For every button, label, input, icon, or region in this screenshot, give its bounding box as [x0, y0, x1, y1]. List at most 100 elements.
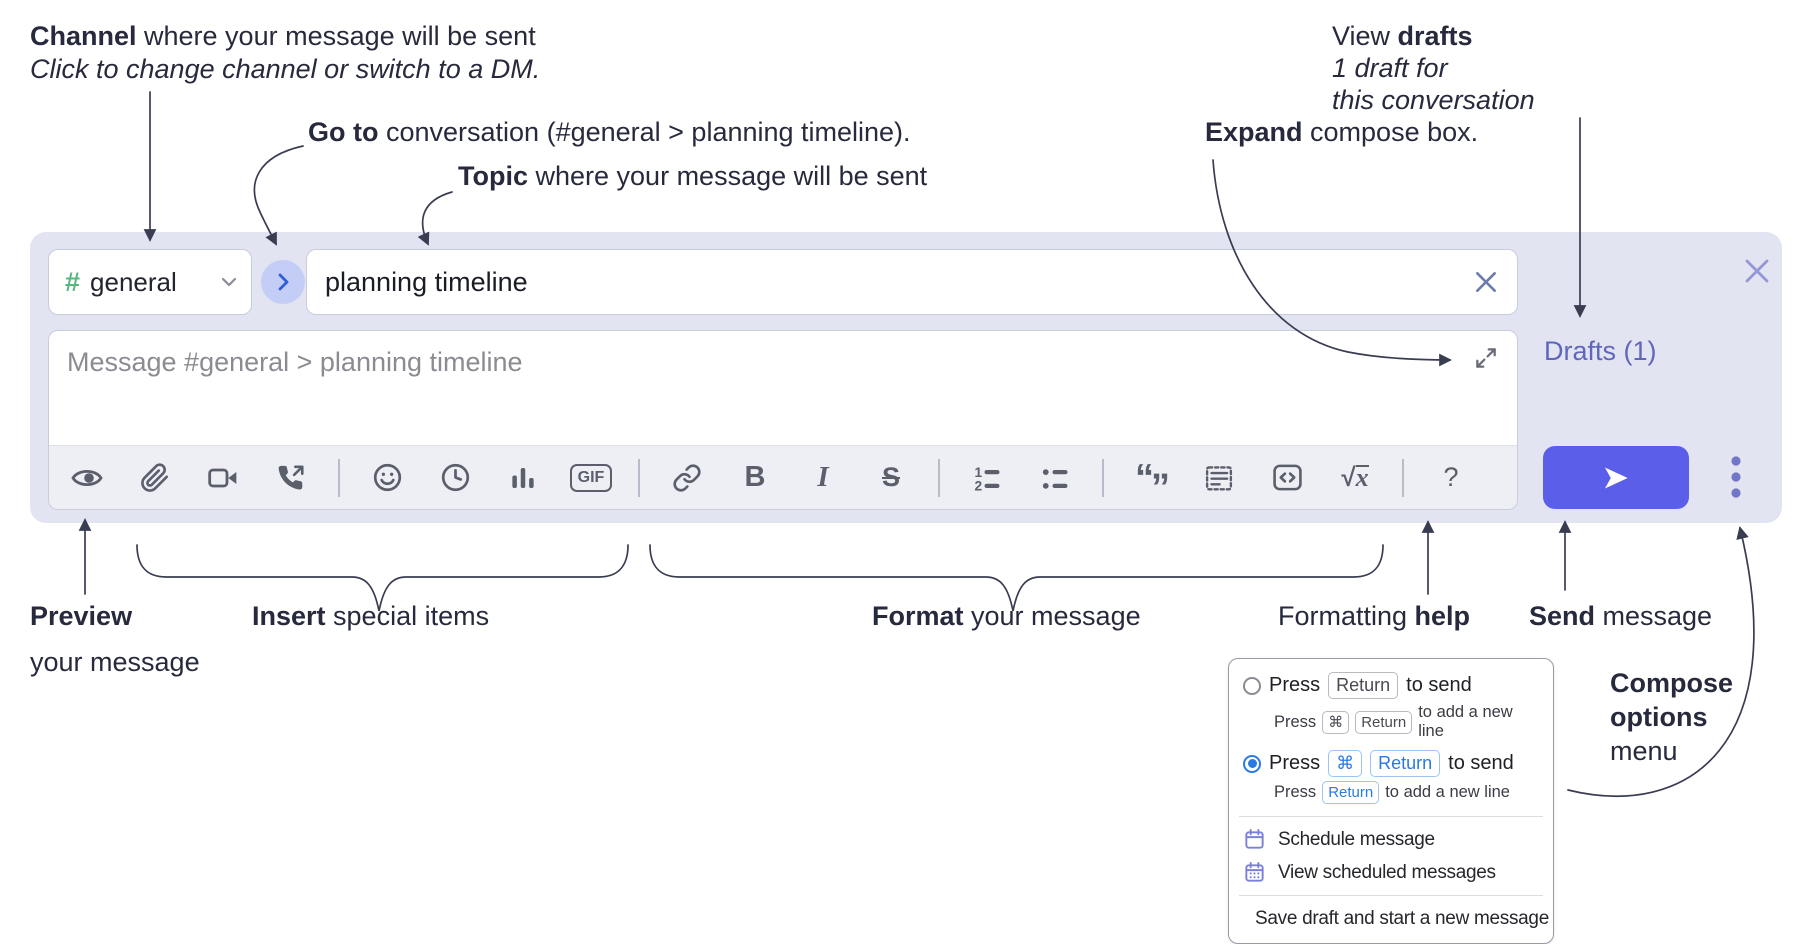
- radio-dot: [1247, 759, 1257, 768]
- return-keycap: Return: [1322, 781, 1380, 804]
- radio-unselected[interactable]: [1243, 676, 1261, 695]
- annotation-view-drafts: View drafts 1 draft for this conversatio…: [1332, 21, 1535, 115]
- close-compose-button[interactable]: [1740, 254, 1774, 288]
- bulleted-list-icon: [1042, 468, 1068, 489]
- bold-icon: B: [744, 461, 766, 493]
- attach-file-button[interactable]: [121, 446, 189, 509]
- toolbar-divider: [338, 458, 340, 497]
- close-icon: [1745, 259, 1769, 283]
- preview-button[interactable]: [53, 446, 121, 509]
- menu-item-save-draft[interactable]: Save draft and start a new message: [1239, 902, 1549, 935]
- poll-button[interactable]: [489, 446, 557, 509]
- annotation-channel-bold: Channel: [30, 21, 137, 51]
- numbered-list-button[interactable]: 1 2: [953, 446, 1021, 509]
- compose-toolbar: GIF B I S: [49, 445, 1517, 509]
- code-button[interactable]: [1253, 446, 1321, 509]
- popup-divider: [1239, 895, 1543, 896]
- enter-sends-option[interactable]: Press Return to send: [1239, 669, 1543, 702]
- cmd-keycap: ⌘: [1322, 710, 1350, 734]
- phone-outgoing-icon: [278, 464, 304, 490]
- bulleted-list-button[interactable]: [1021, 446, 1089, 509]
- chevron-down-icon: [221, 277, 237, 287]
- ordered-list-icon: 1 2: [975, 464, 1000, 493]
- enter-sends-subtext: Press ⌘ Return to add a new line: [1274, 703, 1513, 740]
- gif-button[interactable]: GIF: [557, 446, 625, 509]
- formatting-help-button[interactable]: ?: [1417, 446, 1485, 509]
- compose-options-popup: Press Return to send Press ⌘ Return to a…: [1228, 658, 1554, 944]
- compose-options-button[interactable]: [1714, 452, 1758, 502]
- chevron-right-icon: [278, 273, 289, 291]
- paperclip-icon: [141, 462, 169, 492]
- menu-item-schedule-message[interactable]: Schedule message: [1239, 823, 1543, 856]
- quote-button[interactable]: “”: [1117, 446, 1185, 509]
- compose-box-panel: # general planning timeline: [30, 232, 1782, 523]
- annotation-format: Format your message: [872, 601, 1141, 631]
- svg-text:1: 1: [975, 464, 983, 479]
- annotation-send-message: Send message: [1529, 601, 1713, 631]
- link-icon: [673, 463, 701, 492]
- annotation-compose-options: Compose options menu: [1610, 668, 1734, 766]
- topic-value: planning timeline: [325, 266, 528, 297]
- return-keycap: Return: [1370, 750, 1441, 777]
- question-mark-icon: ?: [1443, 462, 1459, 492]
- video-camera-icon: [208, 468, 237, 487]
- send-button[interactable]: [1543, 446, 1689, 509]
- cmd-enter-sends-option[interactable]: Press ⌘ Return to send: [1239, 747, 1543, 780]
- drafts-link[interactable]: Drafts (1): [1544, 336, 1657, 366]
- math-button[interactable]: √x: [1321, 446, 1389, 509]
- spoiler-icon: [1205, 465, 1233, 490]
- italic-icon: I: [817, 461, 829, 493]
- svg-text:2: 2: [975, 478, 983, 493]
- expand-compose-icon[interactable]: [1473, 345, 1499, 371]
- annotation-goto: Go to conversation (#general > planning …: [308, 117, 911, 147]
- strikethrough-icon: S: [881, 462, 900, 492]
- message-textarea[interactable]: [49, 331, 1517, 446]
- strikethrough-button[interactable]: S: [857, 446, 925, 509]
- return-keycap: Return: [1355, 710, 1413, 734]
- italic-button[interactable]: I: [789, 446, 857, 509]
- menu-item-view-scheduled[interactable]: View scheduled messages: [1239, 856, 1543, 889]
- channel-name: general: [90, 266, 177, 297]
- send-icon: [1604, 467, 1628, 488]
- channel-hash-icon: #: [65, 266, 81, 297]
- link-button[interactable]: [653, 446, 721, 509]
- video-call-button[interactable]: [189, 446, 257, 509]
- smiley-icon: [373, 463, 401, 492]
- annotation-insert: Insert special items: [252, 601, 490, 631]
- toolbar-divider: [1402, 458, 1404, 497]
- gif-icon: GIF: [569, 463, 613, 492]
- calendar-grid-icon: [1245, 861, 1264, 882]
- cmd-keycap: ⌘: [1328, 750, 1363, 777]
- annotation-topic: Topic where your message will be sent: [458, 161, 928, 191]
- quote-icon: “”: [1135, 456, 1170, 509]
- topic-input[interactable]: planning timeline: [306, 249, 1518, 315]
- eye-icon: [71, 469, 103, 486]
- annotation-formatting-help: Formatting help: [1278, 601, 1471, 631]
- calendar-icon: [1245, 828, 1264, 849]
- toolbar-divider: [638, 458, 640, 497]
- return-keycap: Return: [1328, 672, 1399, 699]
- toolbar-divider: [938, 458, 940, 497]
- latex-math-icon: √x: [1341, 462, 1369, 492]
- time-button[interactable]: [421, 446, 489, 509]
- radio-selected[interactable]: [1243, 754, 1261, 773]
- bar-chart-icon: [512, 467, 534, 488]
- message-compose-area: GIF B I S: [48, 330, 1518, 510]
- annotation-channel-sub: Click to change channel or switch to a D…: [30, 54, 541, 84]
- toolbar-divider: [1102, 458, 1104, 497]
- cmd-enter-sends-subtext: Press Return to add a new line: [1239, 780, 1543, 810]
- clear-topic-icon[interactable]: [1473, 269, 1499, 295]
- channel-selector-button[interactable]: # general: [48, 249, 252, 315]
- goto-conversation-button[interactable]: [261, 260, 305, 304]
- code-icon: [1272, 464, 1302, 491]
- arrow-goto: [253, 145, 304, 246]
- bold-button[interactable]: B: [721, 446, 789, 509]
- spoiler-button[interactable]: [1185, 446, 1253, 509]
- emoji-button[interactable]: [353, 446, 421, 509]
- annotation-expand: Expand compose box.: [1205, 117, 1479, 147]
- popup-divider: [1239, 816, 1543, 817]
- vertical-ellipsis-icon: [1731, 456, 1741, 498]
- annotation-channel-rest: where your message will be sent: [136, 21, 536, 51]
- voice-call-button[interactable]: [257, 446, 325, 509]
